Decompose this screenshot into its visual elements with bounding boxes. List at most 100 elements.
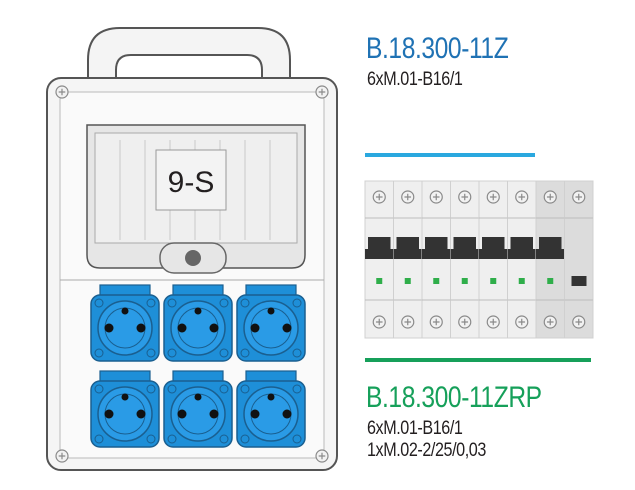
screw-slot	[432, 193, 440, 201]
socket-earth-pin	[267, 393, 275, 401]
toggle-lever	[365, 237, 394, 259]
socket-screw	[146, 298, 156, 308]
screw-slot	[518, 318, 526, 326]
socket-pin-hole	[177, 409, 187, 419]
screw-slot	[432, 318, 440, 326]
lock-icon	[185, 250, 201, 266]
screw-slot	[461, 318, 469, 326]
toggle-lever	[393, 237, 422, 259]
socket-face	[97, 300, 153, 356]
status-indicator	[433, 278, 440, 284]
socket-earth-pin	[267, 307, 275, 315]
screw-slot	[404, 193, 412, 201]
screw-slot	[546, 193, 554, 201]
socket-screw	[94, 348, 104, 358]
mcb-module	[421, 180, 451, 339]
mcb-module	[364, 180, 394, 339]
socket-screw	[240, 384, 250, 394]
socket-pin-hole	[250, 323, 260, 333]
screw-slot	[489, 318, 497, 326]
socket-pin-hole	[250, 409, 260, 419]
socket-screw	[167, 434, 177, 444]
screw-slot	[58, 452, 66, 460]
status-indicator	[547, 278, 554, 284]
toggle-lever	[536, 237, 565, 259]
mcb-module	[450, 180, 480, 339]
rcd-module	[564, 180, 594, 339]
screw-slot	[404, 318, 412, 326]
toggle-lever	[450, 237, 479, 259]
screw-slot	[518, 193, 526, 201]
socket-pin-hole	[209, 409, 219, 419]
socket-pin-hole	[177, 323, 187, 333]
mcb-module	[507, 180, 537, 339]
socket-pin-hole	[136, 323, 146, 333]
socket-screw	[94, 384, 104, 394]
socket-earth-pin	[194, 393, 202, 401]
status-indicator	[518, 278, 525, 284]
status-indicator	[490, 278, 497, 284]
variant-b-component-2: 1xM.02-2/25/0,03	[367, 440, 486, 461]
socket-pin-hole	[209, 323, 219, 333]
socket-screw	[167, 298, 177, 308]
socket-screw	[167, 384, 177, 394]
status-indicator	[404, 278, 411, 284]
socket-earth-pin	[194, 307, 202, 315]
screw-slot	[461, 193, 469, 201]
socket-screw	[292, 298, 302, 308]
socket-screw	[94, 434, 104, 444]
toggle-lever	[479, 237, 508, 259]
socket-pin-hole	[104, 323, 114, 333]
screw-slot	[375, 193, 383, 201]
socket-pin-hole	[136, 409, 146, 419]
variant-a-code: B.18.300-11Z	[366, 32, 509, 65]
socket-screw	[146, 434, 156, 444]
toggle-lever	[422, 237, 451, 259]
socket-pin-hole	[104, 409, 114, 419]
socket-screw	[219, 434, 229, 444]
mcb-module	[393, 180, 423, 339]
socket-pin-hole	[282, 409, 292, 419]
variant-b-divider	[365, 358, 591, 362]
socket-screw	[146, 348, 156, 358]
socket-screw	[146, 384, 156, 394]
socket-face	[170, 386, 226, 442]
variant-a-divider	[365, 153, 535, 157]
variant-b-component-1: 6xM.01-B16/1	[367, 418, 463, 439]
socket-face	[243, 300, 299, 356]
socket-earth-pin	[121, 307, 129, 315]
socket-screw	[219, 348, 229, 358]
socket-screw	[292, 384, 302, 394]
screw-slot	[318, 452, 326, 460]
mcb-module	[478, 180, 508, 339]
socket-screw	[219, 384, 229, 394]
screw-slot	[575, 318, 583, 326]
screw-slot	[375, 318, 383, 326]
screw-slot	[489, 193, 497, 201]
status-indicator	[461, 278, 468, 284]
enclosure-label: 9-S	[168, 166, 215, 199]
screw-slot	[575, 193, 583, 201]
socket-face	[243, 386, 299, 442]
socket-earth-pin	[121, 393, 129, 401]
socket-screw	[240, 348, 250, 358]
label-plate	[155, 149, 227, 211]
status-indicator	[376, 278, 383, 284]
variant-a-component-1: 6xM.01-B16/1	[367, 69, 463, 90]
toggle-lever	[507, 237, 536, 259]
socket-screw	[240, 298, 250, 308]
socket-screw	[240, 434, 250, 444]
test-button	[571, 276, 587, 286]
socket-screw	[219, 298, 229, 308]
socket-face	[170, 300, 226, 356]
screw-slot	[546, 318, 554, 326]
socket-screw	[292, 434, 302, 444]
screw-slot	[318, 88, 326, 96]
variant-b-code: B.18.300-11ZRP	[366, 381, 542, 414]
socket-screw	[292, 348, 302, 358]
rcd-module	[535, 180, 565, 339]
socket-face	[97, 386, 153, 442]
